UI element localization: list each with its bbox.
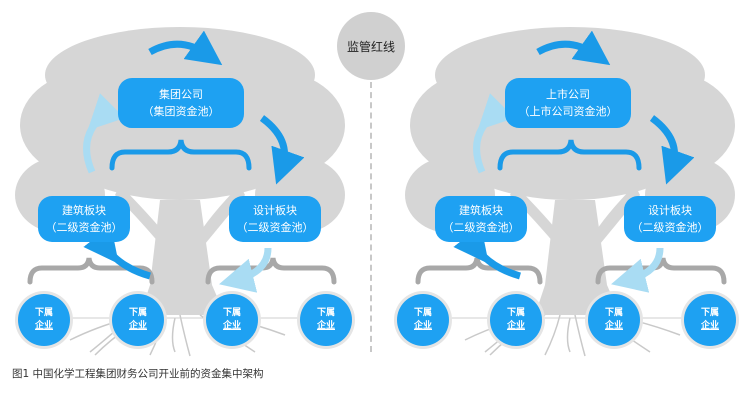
right-subsidiary-2: 下属 企业: [490, 294, 542, 346]
node-subtitle: （上市公司资金池）: [518, 105, 618, 118]
sub-line1: 下属: [316, 308, 335, 318]
right-arrow-lower-left: [453, 225, 522, 280]
left-upper-brace: [109, 139, 252, 171]
right-arrow-upper-right: [649, 115, 695, 185]
node-subtitle: （集团资金池）: [142, 105, 220, 118]
left-arrow-upper-left: [83, 93, 125, 174]
node-subtitle: （二级资金池）: [631, 221, 709, 234]
sub-line2: 企业: [506, 321, 525, 331]
sub-line1: 下属: [506, 308, 525, 318]
right-subsidiary-1: 下属 企业: [397, 294, 449, 346]
right-subsidiary-3: 下属 企业: [588, 294, 640, 346]
left-subsidiary-1: 下属 企业: [18, 294, 70, 346]
center-divider: [370, 82, 372, 352]
sub-line2: 企业: [316, 321, 335, 331]
sub-line2: 企业: [604, 321, 623, 331]
sub-line1: 下属: [222, 308, 241, 318]
left-arrow-lower-left: [83, 225, 152, 280]
node-title: 设计板块: [648, 204, 692, 217]
figure-caption: 图1 中国化学工程集团财务公司开业前的资金集中架构: [12, 368, 264, 380]
sub-line2: 企业: [222, 321, 241, 331]
right-arrow-top: [536, 30, 611, 66]
sub-line1: 下属: [604, 308, 623, 318]
left-arrow-lower-right: [219, 247, 272, 293]
right-upper-brace: [497, 139, 642, 171]
right-listed-company-node: 上市公司 （上市公司资金池）: [505, 78, 631, 128]
left-group-company-node: 集团公司 （集团资金池）: [118, 78, 244, 128]
left-subsidiary-4: 下属 企业: [300, 294, 352, 346]
regulatory-redline-badge: 监管红线: [337, 12, 405, 80]
badge-label: 监管红线: [346, 39, 395, 54]
left-arrow-top: [148, 30, 223, 66]
node-subtitle: （二级资金池）: [236, 221, 314, 234]
right-design-node: 设计板块 （二级资金池）: [624, 196, 716, 242]
right-arrow-lower-right: [611, 247, 664, 293]
sub-line1: 下属: [413, 308, 432, 318]
node-title: 集团公司: [159, 88, 203, 101]
right-tree-illustration: [405, 27, 735, 357]
node-title: 建筑板块: [459, 204, 503, 217]
right-subsidiary-4: 下属 企业: [684, 294, 736, 346]
left-subsidiary-3: 下属 企业: [206, 294, 258, 346]
node-subtitle: （二级资金池）: [442, 221, 520, 234]
node-title: 建筑板块: [62, 204, 106, 217]
right-arrow-upper-left: [473, 93, 515, 174]
left-construction-node: 建筑板块 （二级资金池）: [38, 196, 130, 242]
node-title: 上市公司: [546, 88, 590, 101]
node-title: 设计板块: [253, 204, 297, 217]
left-lower-brace-b: [205, 257, 337, 285]
node-subtitle: （二级资金池）: [45, 221, 123, 234]
right-construction-node: 建筑板块 （二级资金池）: [435, 196, 527, 242]
sub-line2: 企业: [413, 321, 432, 331]
sub-line2: 企业: [34, 321, 53, 331]
sub-line1: 下属: [128, 308, 147, 318]
left-arrow-upper-right: [259, 115, 305, 185]
left-subsidiary-2: 下属 企业: [112, 294, 164, 346]
sub-line1: 下属: [700, 308, 719, 318]
left-design-node: 设计板块 （二级资金池）: [229, 196, 321, 242]
sub-line1: 下属: [34, 308, 53, 318]
sub-line2: 企业: [700, 321, 719, 331]
right-lower-brace-b: [595, 257, 727, 285]
right-lower-brace-a: [415, 257, 543, 285]
sub-line2: 企业: [128, 321, 147, 331]
